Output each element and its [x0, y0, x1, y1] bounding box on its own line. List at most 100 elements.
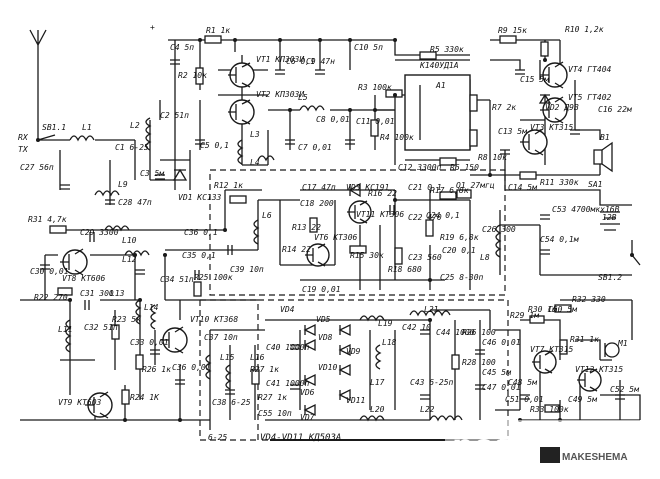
transistor-vt10 — [160, 326, 188, 354]
label-l1: L1 — [82, 123, 92, 132]
label-l22: L22 — [420, 405, 435, 414]
label-r1: R1 1к — [206, 26, 230, 35]
label-c10: C10 5п — [354, 43, 383, 52]
label-r4: R4 100к — [380, 133, 414, 142]
label-vd3: VD3 КС191 — [346, 183, 389, 192]
capacitors — [40, 59, 625, 400]
crystal-q1 — [456, 189, 472, 199]
label-r22: R22 270 — [34, 293, 68, 302]
label-c29: C29 3300 — [80, 228, 119, 237]
label-vt9: VT9 КТ603 — [58, 398, 102, 407]
label-vd11: VD11 — [346, 396, 365, 405]
label-r23: R23 5к — [112, 315, 141, 324]
label-c27: C27 56п — [20, 163, 54, 172]
inductors — [65, 105, 502, 422]
transistor-vt8 — [60, 248, 88, 276]
label-l16: L16 — [250, 353, 265, 362]
microphone-m1-icon — [604, 342, 620, 358]
label-c53: C53 4700мкх16В — [552, 205, 620, 214]
label-vt1: VT1 КП303И — [256, 55, 304, 64]
label-r27: R27 1к — [250, 365, 279, 374]
transistor-vt6 — [305, 243, 330, 267]
label-a1: A1 — [435, 81, 446, 90]
label-c2: C2 51п — [160, 111, 189, 120]
label-c42: C42 10 — [402, 323, 431, 332]
label-r19: R19 6,8к — [440, 233, 479, 242]
label-vd2: VD2 Д9В — [545, 103, 579, 112]
label-l21: L21 — [424, 305, 438, 314]
label-m1: M1 — [617, 339, 628, 348]
label-vd5: VD5 — [316, 315, 331, 324]
label-b1: B1 — [600, 133, 610, 142]
label-r11: R11 330к — [540, 178, 579, 187]
label-c1: C1 6-25 — [115, 143, 149, 152]
label-vt3: VT3 КТ315 — [530, 123, 574, 132]
label-c41: C41 1000п — [266, 379, 310, 388]
label-r24: R24 1К — [130, 393, 160, 402]
label-l4: L4 — [250, 158, 260, 167]
label-r3: R3 100к — [358, 83, 392, 92]
label-l5: L5 — [298, 93, 308, 102]
label-c55: C55 10п — [258, 409, 292, 418]
label-vd1: VD1 КС133 — [178, 193, 222, 202]
label-vt7: VT7 КТ315 — [530, 345, 574, 354]
label-vt2: VT2 КП303И — [256, 90, 304, 99]
label-c18: C18 200 — [300, 199, 334, 208]
label-c28: C28 47п — [118, 198, 152, 207]
label-rx: RX — [18, 133, 29, 142]
label-c16: C16 22м — [598, 105, 633, 114]
transistor-vt3 — [520, 128, 548, 156]
label-r16: R16 22 — [368, 189, 397, 198]
label-c3: C3 5м — [140, 169, 165, 178]
label-c26: C26 300 — [482, 225, 516, 234]
label-r18: R18 680 — [388, 265, 422, 274]
transistor-vt11 — [347, 200, 372, 224]
label-c24: C24 0,1 — [426, 211, 460, 220]
label-vt5: VT5 ГТ402 — [568, 93, 612, 102]
transistor-vt12 — [577, 368, 602, 392]
label-r6: R6 150 — [450, 163, 479, 172]
label-l9: L9 — [118, 180, 128, 189]
label-c14: C14 5м — [508, 183, 538, 192]
watermark: postila.ru MAKESHEMA — [445, 420, 660, 464]
label-r32: R32 330 — [572, 295, 606, 304]
label-a1-type: К140УД1А — [419, 61, 459, 70]
label-r5: R5 330к — [430, 45, 464, 54]
label-c30: C30 0,01 — [30, 267, 69, 276]
label-r30: R30 1м — [528, 305, 558, 314]
label-c39: C39 10п — [230, 265, 264, 274]
label-c33: C33 0,01 — [130, 338, 169, 347]
label-plus: + — [150, 23, 155, 32]
label-l11: L11 — [58, 325, 72, 334]
label-vd4: VD4 — [280, 305, 295, 314]
label-r31: R31 4,7к — [28, 215, 67, 224]
label-c46: C46 0,01 — [482, 338, 521, 347]
label-r10: R10 1,2к — [565, 25, 604, 34]
label-vd6: VD6 — [300, 388, 315, 397]
resistors — [49, 35, 572, 413]
label-c36: C36 0,1 — [184, 228, 218, 237]
transistor-vt1 — [228, 62, 255, 88]
label-vt10: VT10 КТ368 — [190, 315, 238, 324]
label-c8: C8 0,01 — [316, 115, 350, 124]
label-r9: R9 15к — [498, 26, 527, 35]
diodes — [172, 93, 552, 417]
label-c17: C17 47п — [302, 183, 336, 192]
label-c4: C4 5п — [170, 43, 194, 52]
label-l8: L8 — [480, 253, 490, 262]
label-r14: R14 22 — [282, 245, 311, 254]
label-vt6: VT6 КТ306 — [314, 233, 358, 242]
label-vd8: VD8 — [318, 333, 333, 342]
label-l2: L2 — [130, 121, 140, 130]
label-r25: R25 100к — [194, 273, 233, 282]
label-c35: C35 0,1 — [182, 251, 216, 260]
label-q1: Q1 27мгц — [456, 181, 495, 190]
opamp-a1 — [404, 74, 471, 151]
switch-sb1-2 — [630, 240, 641, 266]
label-l10: L10 — [122, 236, 137, 245]
label-c48: C48 5м — [508, 378, 538, 387]
label-l3: L3 — [250, 130, 260, 139]
label-r26: R26 1к — [142, 365, 171, 374]
label-c49: C49 5м — [568, 395, 598, 404]
label-c54: C54 0,1м — [540, 235, 580, 244]
